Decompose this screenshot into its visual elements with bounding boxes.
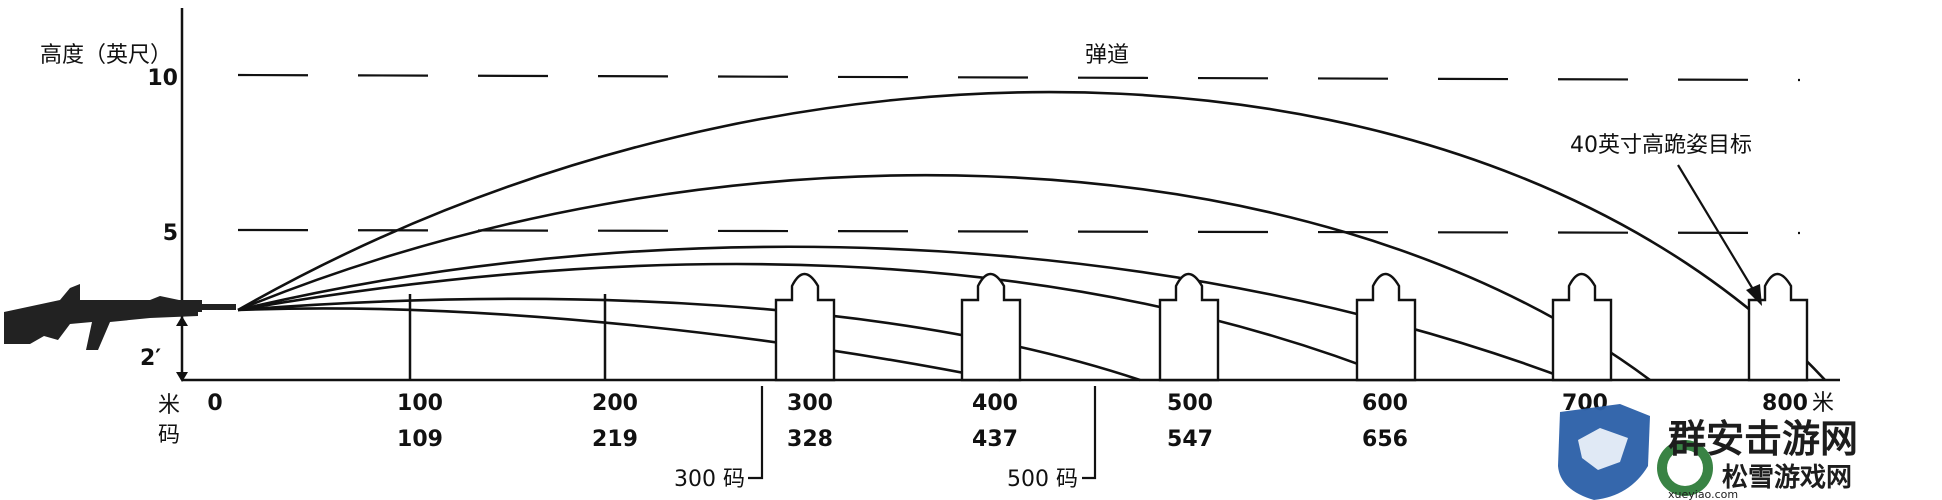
- height-marker-arrow-up: [176, 316, 188, 326]
- target-800: [1747, 272, 1809, 382]
- watermark-text-2: 松雪游戏网: [1722, 463, 1852, 493]
- guide-5ft: [237, 228, 1801, 235]
- x-unit-yards: 码: [158, 423, 180, 448]
- x-meter-400: 400: [972, 391, 1018, 416]
- watermark-text: 群安击游网: [1668, 417, 1858, 461]
- target-600: [1355, 272, 1417, 382]
- rifle-icon: [4, 284, 236, 350]
- target-500: [1158, 272, 1220, 382]
- watermark-url: xueyiao.com: [1668, 488, 1738, 500]
- y-axis-label: 高度（英尺）: [40, 43, 172, 68]
- x-meter-100: 100: [397, 391, 443, 416]
- x-end-unit: 米: [1812, 391, 1834, 416]
- x-yard-328: 328: [787, 427, 833, 452]
- x-yard-656: 656: [1362, 427, 1408, 452]
- target-pointer-arrowhead: [1746, 284, 1762, 306]
- y-tick-5: 5: [163, 221, 178, 246]
- x-yard-547: 547: [1167, 427, 1213, 452]
- x-unit-meters: 米: [158, 393, 180, 418]
- height-2ft-label: 2′: [140, 346, 161, 371]
- target-label: 40英寸高跪姿目标: [1570, 133, 1752, 158]
- x-meter-600: 600: [1362, 391, 1408, 416]
- watermark: 群安击游网 松雪游戏网 xueyiao.com: [1558, 404, 1920, 500]
- target-pointer: [1677, 164, 1758, 297]
- targets: [774, 272, 1809, 382]
- x-meter-300: 300: [787, 391, 833, 416]
- x-meter-800: 800: [1762, 391, 1808, 416]
- zero-300-label: 300 码: [674, 467, 745, 492]
- x-yard-219: 219: [592, 427, 638, 452]
- trajectory-1: [237, 307, 1001, 382]
- target-400: [960, 272, 1022, 382]
- zero-500-label: 500 码: [1007, 467, 1078, 492]
- target-700: [1551, 272, 1613, 382]
- x-meter-200: 200: [592, 391, 638, 416]
- trajectory-5: [237, 174, 1651, 382]
- x-yard-437: 437: [972, 427, 1018, 452]
- x-meter-0: 0: [207, 391, 222, 416]
- trajectory-6: [237, 90, 1826, 381]
- x-meter-500: 500: [1167, 391, 1213, 416]
- guide-10ft: [237, 73, 1801, 82]
- x-yard-109: 109: [397, 427, 443, 452]
- trajectory-label: 弹道: [1085, 43, 1129, 68]
- zero-500-bracket: [1082, 386, 1097, 480]
- trajectory-3: [237, 262, 1401, 382]
- target-300: [774, 272, 836, 382]
- y-tick-10: 10: [147, 66, 178, 91]
- height-marker-arrow-down: [176, 372, 188, 382]
- zero-300-bracket: [748, 386, 764, 480]
- trajectory-2: [237, 297, 1141, 382]
